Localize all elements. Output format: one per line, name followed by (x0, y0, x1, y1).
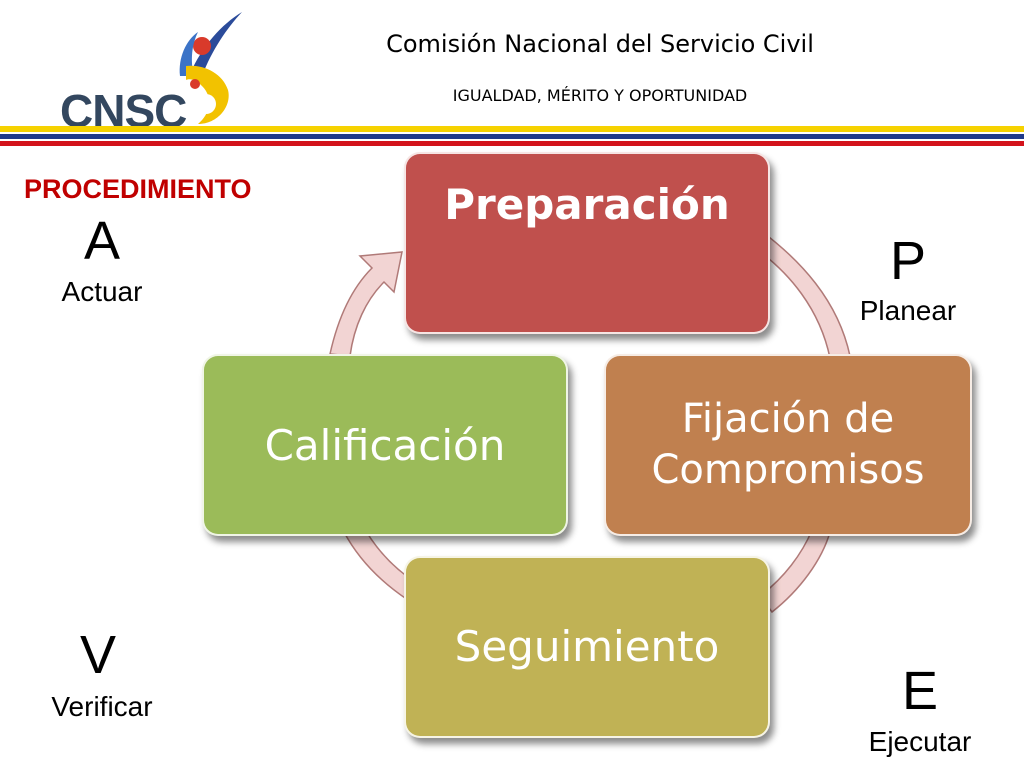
procedimiento-label: PROCEDIMIENTO (24, 174, 252, 204)
word-planear: Planear (859, 295, 957, 326)
letter-e: E (901, 661, 939, 721)
box-calificacion-label: Calificación (264, 420, 506, 470)
phva-v: V (66, 628, 130, 682)
phva-e: E (888, 664, 952, 718)
box-preparacion-label: Preparación (444, 180, 730, 229)
letter-a: A (83, 211, 121, 271)
word-verificar: Verificar (51, 691, 153, 722)
word-actuar: Actuar (61, 276, 143, 307)
stripe-yellow (0, 126, 1024, 132)
word-ejecutar: Ejecutar (868, 726, 972, 757)
stripe-blue (0, 134, 1024, 139)
letter-p: P (889, 231, 927, 291)
box-seguimiento-label: Seguimiento (454, 622, 720, 671)
header-title: Comisión Nacional del Servicio Civil (386, 30, 814, 58)
box-preparacion: Preparación (404, 152, 770, 334)
flag-stripes (0, 126, 1024, 146)
box-fijacion: Fijación de Compromisos (604, 354, 972, 536)
box-calificacion: Calificación (202, 354, 568, 536)
stripe-red (0, 141, 1024, 146)
box-fijacion-label: Fijación de Compromisos (651, 395, 925, 493)
stripe-white-2 (0, 139, 1024, 141)
box-seguimiento: Seguimiento (404, 556, 770, 738)
phva-p: P (876, 234, 940, 288)
header-motto: IGUALDAD, MÉRITO Y OPORTUNIDAD (452, 86, 748, 105)
stripe-white (0, 132, 1024, 134)
logo-figure-icon (179, 12, 242, 124)
letter-v: V (79, 625, 117, 685)
phva-a: A (70, 214, 134, 268)
